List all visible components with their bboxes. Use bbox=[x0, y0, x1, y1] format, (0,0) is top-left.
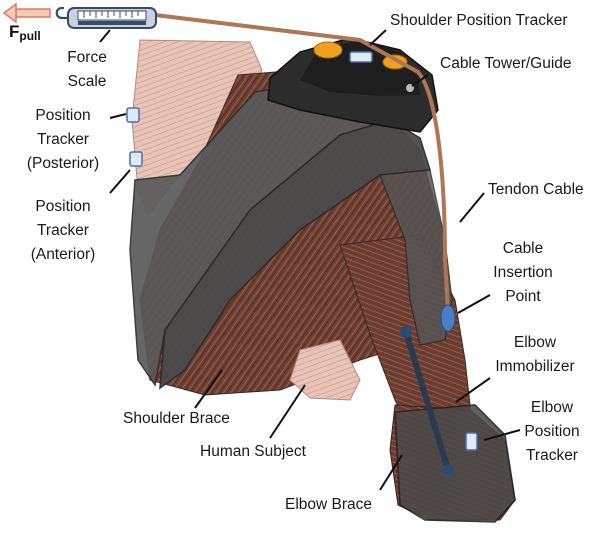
elbow-immobilizer-label: Elbow Immobilizer bbox=[480, 331, 590, 379]
tendon-cable-label: Tendon Cable bbox=[488, 178, 584, 202]
cable-tower-guide-label: Cable Tower/Guide bbox=[440, 52, 572, 76]
immobilizer-joint-bottom bbox=[442, 464, 454, 476]
leader-force-scale bbox=[100, 30, 110, 42]
shoulder-position-tracker-label: Shoulder Position Tracker bbox=[390, 9, 567, 33]
position-tracker-posterior-label: Position Tracker (Posterior) bbox=[14, 104, 112, 176]
leader-human-subject bbox=[270, 385, 305, 438]
force-pull-label: Fpull bbox=[9, 22, 41, 43]
force-scale-label: Force Scale bbox=[58, 46, 116, 94]
cable-insertion-point-label: Cable Insertion Point bbox=[478, 237, 568, 309]
position-tracker-posterior-marker bbox=[127, 108, 139, 122]
elbow-brace-shape bbox=[395, 405, 515, 522]
tower-orange-left bbox=[314, 42, 342, 58]
immobilizer-joint-top bbox=[400, 326, 412, 338]
elbow-position-tracker-label: Elbow Position Tracker bbox=[510, 396, 594, 468]
pull-arrow-icon bbox=[4, 4, 50, 22]
leader-posterior bbox=[110, 114, 126, 118]
position-tracker-anterior-marker bbox=[130, 152, 142, 166]
leader-anterior bbox=[110, 170, 130, 193]
human-subject-label: Human Subject bbox=[200, 440, 306, 464]
leader-shoulder-tracker bbox=[370, 30, 386, 45]
elbow-position-tracker-marker bbox=[466, 433, 477, 450]
force-scale-icon bbox=[57, 8, 156, 28]
elbow-brace-label: Elbow Brace bbox=[285, 493, 372, 517]
shoulder-position-tracker-marker bbox=[350, 52, 372, 62]
position-tracker-anterior-label: Position Tracker (Anterior) bbox=[14, 195, 112, 267]
cable-insertion-point-marker bbox=[441, 305, 455, 331]
shoulder-brace-label: Shoulder Brace bbox=[123, 407, 230, 431]
leader-tendon bbox=[460, 193, 484, 222]
